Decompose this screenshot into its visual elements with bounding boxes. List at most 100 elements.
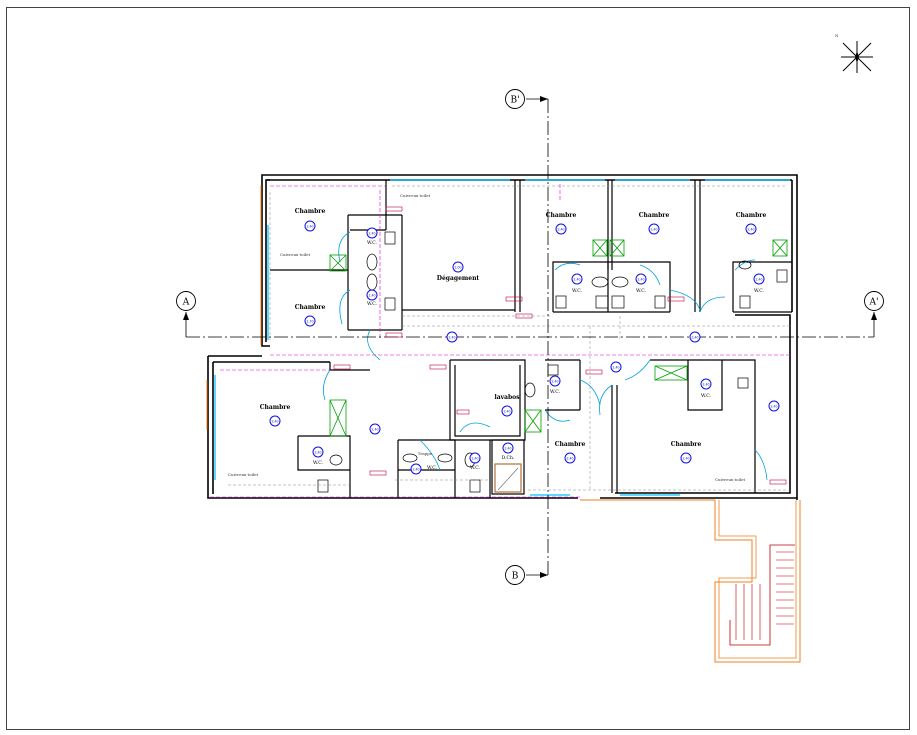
note-cuivreux-2: Cuivreux toilet [228, 472, 259, 477]
room-label-chambre-2: Chambre [295, 304, 326, 311]
svg-text:2,40: 2,40 [306, 224, 313, 228]
door-swings [322, 231, 768, 481]
area-badge: 2,40 [410, 463, 422, 475]
area-badge: 2,40 [502, 442, 514, 454]
svg-text:2,40: 2,40 [314, 450, 321, 454]
svg-text:2,40: 2,40 [551, 379, 558, 383]
area-badge: 2,40 [549, 375, 561, 387]
area-badge: 2,40 [469, 452, 481, 464]
north-arrow-icon: N [835, 33, 873, 73]
level-markers [333, 206, 787, 485]
drawing-frame [6, 7, 910, 730]
room-label-dch: D.Ch. [502, 455, 515, 461]
area-badge: 2,40 [555, 223, 567, 235]
area-badge: 2,40 [635, 273, 647, 285]
beam-outline [228, 185, 790, 491]
slab-edges [206, 185, 715, 501]
section-label-a: A [182, 298, 190, 308]
svg-text:2,40: 2,40 [650, 227, 657, 231]
toilets [317, 231, 788, 493]
section-label-b-prime: B' [510, 96, 519, 106]
room-label-chambre-1: Chambre [295, 208, 326, 215]
section-marker-a-prime [864, 291, 884, 311]
svg-text:2,40: 2,40 [371, 427, 378, 431]
svg-text:2,40: 2,40 [691, 335, 698, 339]
area-badge: 2,40 [680, 452, 692, 464]
svg-text:2,40: 2,40 [448, 335, 455, 339]
room-label-chambre-5: Chambre [736, 212, 767, 219]
area-badge: 2,40 [369, 423, 381, 435]
room-label-wc-5: W.C. [754, 288, 765, 294]
room-label-trappe: Trappe [418, 451, 433, 456]
area-badge: 2,00 [452, 261, 464, 273]
note-cuivreux-3: Cuivreux toilet [715, 477, 746, 482]
room-label-wc-6: W.C. [313, 460, 324, 466]
area-badge: 2,40 [366, 227, 378, 239]
area-badge: 2,70 [304, 315, 316, 327]
area-badge: 2,40 [768, 400, 780, 412]
svg-text:2,40: 2,40 [755, 277, 762, 281]
room-label-degagement: Dégagement [437, 275, 480, 282]
room-label-chambre-7: Chambre [555, 441, 586, 448]
svg-text:2,40: 2,40 [471, 456, 478, 460]
note-cuivreux-4: Cuivreux toilet [400, 193, 431, 198]
svg-text:2,40: 2,40 [612, 365, 619, 369]
svg-text:2,40: 2,40 [682, 456, 689, 460]
area-badge: 2,40 [304, 220, 316, 232]
staircase [714, 500, 801, 663]
area-badge: 2,40 [564, 452, 576, 464]
area-badge: 2,40 [312, 446, 324, 458]
area-badge: 2,40 [745, 223, 757, 235]
area-badge: 2,40 [700, 378, 712, 390]
svg-text:2,00: 2,00 [454, 265, 461, 269]
room-label-wc-10: W.C. [701, 393, 712, 399]
svg-text:2,40: 2,40 [557, 227, 564, 231]
windows [214, 179, 790, 496]
room-label-wc-1: W.C. [367, 240, 378, 246]
svg-text:2,40: 2,40 [503, 409, 510, 413]
area-badge: 2,40 [753, 273, 765, 285]
area-badge: 2,40 [501, 405, 513, 417]
svg-text:2,70: 2,70 [306, 319, 313, 323]
section-line-bb: B' B [505, 89, 549, 585]
room-label-chambre-3: Chambre [546, 212, 577, 219]
room-label-wc-8: W.C. [470, 465, 481, 471]
svg-text:2,40: 2,40 [504, 446, 511, 450]
interior-walls [270, 180, 792, 498]
room-label-wc-2: W.C. [367, 301, 378, 307]
area-badge: 2,40 [648, 223, 660, 235]
room-label-chambre-4: Chambre [639, 212, 670, 219]
section-marker-b [505, 565, 525, 585]
svg-text:2,40: 2,40 [702, 382, 709, 386]
section-label-b: B [512, 572, 519, 582]
area-badge: 2,40 [610, 361, 622, 373]
room-label-lavabos: lavabos [494, 394, 520, 401]
svg-text:2,40: 2,40 [747, 227, 754, 231]
area-badge: 2,40 [269, 415, 281, 427]
area-badge: 2,40 [366, 289, 378, 301]
svg-text:2,40: 2,40 [573, 277, 580, 281]
exterior-walls [207, 174, 798, 500]
area-badge: 2,40 [689, 331, 701, 343]
room-label-wc-4: W.C. [636, 288, 647, 294]
svg-text:2,40: 2,40 [637, 277, 644, 281]
room-label-wc-7: W.C. [427, 465, 438, 471]
svg-text:2,40: 2,40 [368, 293, 375, 297]
section-line-aa: A A' [176, 291, 884, 338]
room-label-chambre-6: Chambre [260, 404, 291, 411]
area-badge: 2,40 [446, 331, 458, 343]
svg-text:2,40: 2,40 [271, 419, 278, 423]
room-labels: Chambre Chambre W.C. W.C. Dégagement Cha… [228, 193, 766, 482]
svg-text:2,40: 2,40 [368, 231, 375, 235]
section-marker-a [176, 291, 196, 311]
area-badges: 2,40 2,70 2,40 2,40 2,00 2,40 2,40 2,40 … [269, 220, 780, 475]
dimension-lines [210, 184, 790, 498]
room-label-chambre-8: Chambre [671, 441, 702, 448]
area-badge: 2,40 [571, 273, 583, 285]
north-label: N [835, 33, 839, 38]
svg-text:2,40: 2,40 [412, 467, 419, 471]
section-marker-b-prime [505, 89, 525, 109]
note-cuivreux-1: Cuivreux toilet [280, 252, 311, 257]
section-label-a-prime: A' [869, 298, 879, 308]
room-label-wc-9: W.C. [550, 389, 561, 395]
